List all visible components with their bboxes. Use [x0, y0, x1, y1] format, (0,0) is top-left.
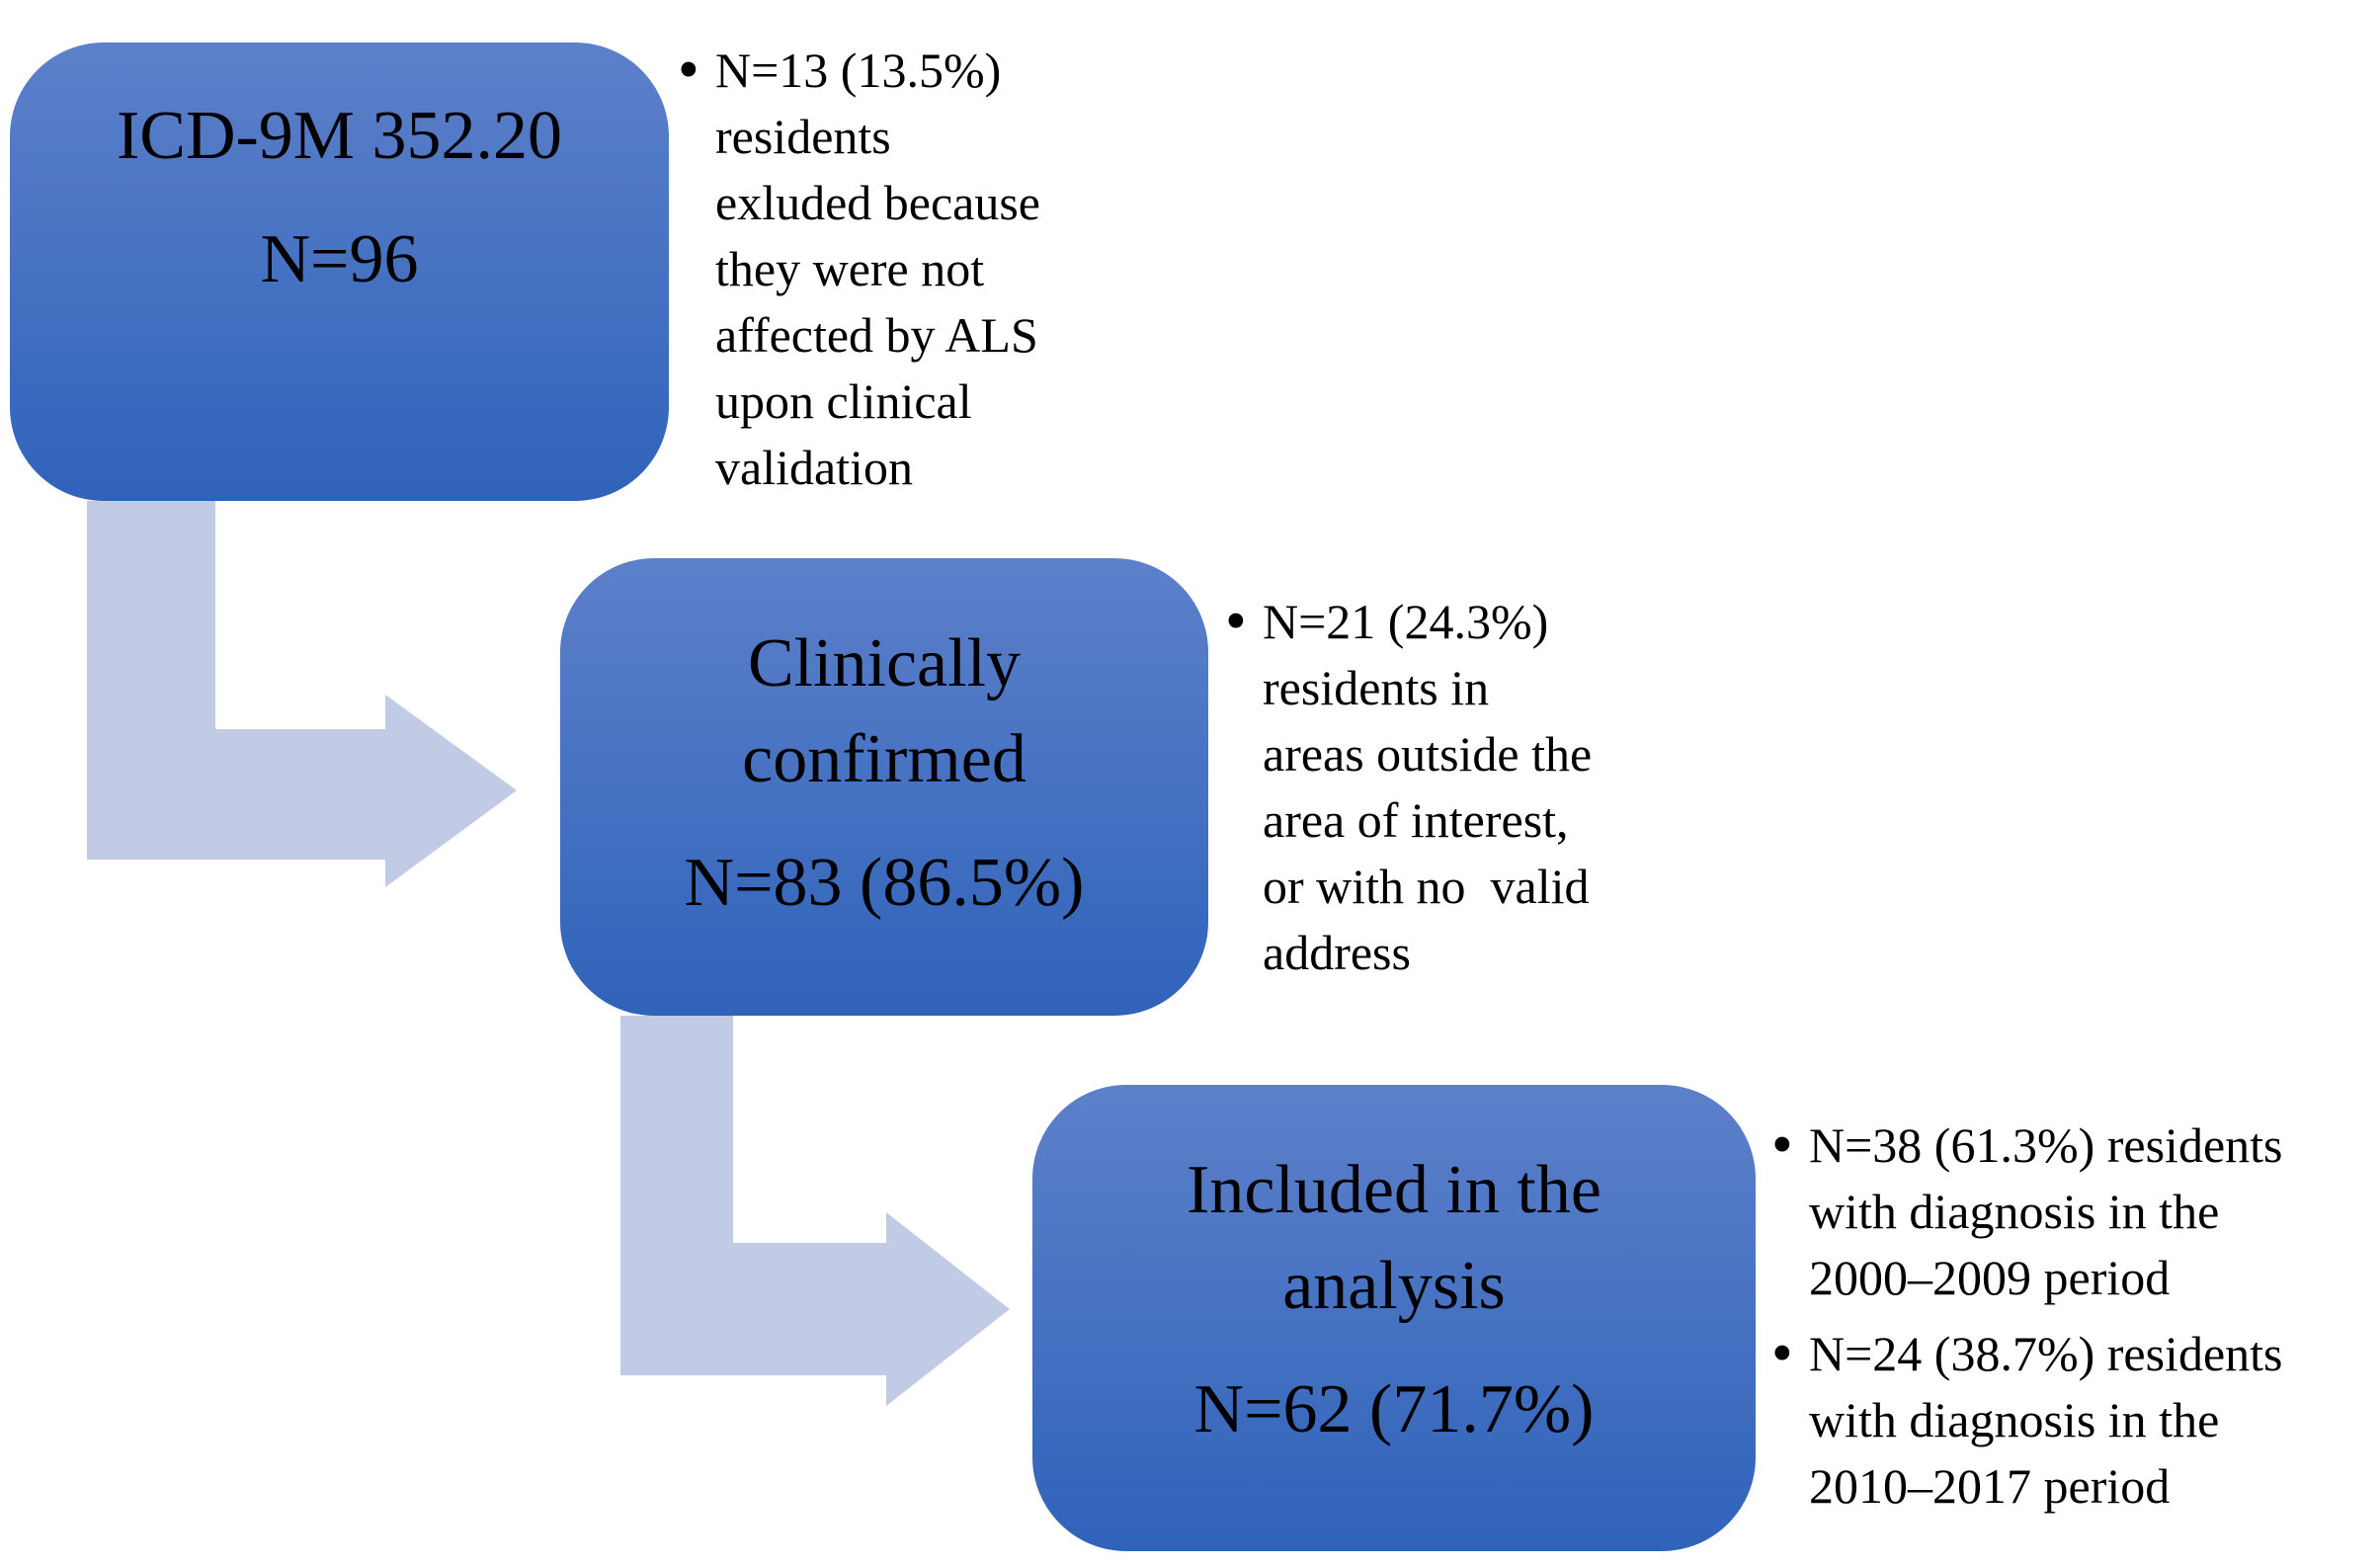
bullet-text-line: with diagnosis in the: [1809, 1392, 2220, 1447]
bullet-text-line: areas outside the: [1263, 726, 1593, 782]
bullet-dot-icon: •: [678, 37, 699, 104]
bullet-dot-icon: •: [1771, 1320, 1793, 1387]
bullet-text-line: N=13 (13.5%): [715, 42, 1002, 98]
bullet-text-line: 2000–2009 period: [1809, 1250, 2171, 1305]
annotation-outside-area: • N=21 (24.3%) residents in areas outsid…: [1225, 589, 1699, 986]
bullet-text: N=24 (38.7%) residents with diagnosis in…: [1809, 1321, 2283, 1520]
bullet-item: • N=38 (61.3%) residents with diagnosis …: [1771, 1113, 2374, 1311]
node-icd9m-352-20: ICD-9M 352.20 N=96: [10, 42, 669, 501]
bullet-text-line: validation: [715, 440, 913, 495]
bullet-text-line: N=38 (61.3%) residents: [1809, 1117, 2283, 1173]
bullet-item: • N=24 (38.7%) residents with diagnosis …: [1771, 1321, 2374, 1520]
bullet-text-line: affected by ALS: [715, 307, 1038, 363]
bullet-text-line: residents in: [1263, 660, 1490, 715]
bullet-item: • N=21 (24.3%) residents in areas outsid…: [1225, 589, 1699, 986]
annotation-excluded-not-als: • N=13 (13.5%) residents exluded because…: [678, 38, 1142, 501]
node-title: Included in the analysis: [1032, 1142, 1756, 1334]
bullet-item: • N=13 (13.5%) residents exluded because…: [678, 38, 1142, 501]
node-title-line: confirmed: [742, 721, 1026, 797]
bullet-text-line: or with no valid: [1263, 859, 1590, 914]
node-title-line: ICD-9M 352.20: [116, 98, 563, 174]
bullet-dot-icon: •: [1225, 588, 1247, 655]
node-clinically-confirmed: Clinically confirmed N=83 (86.5%): [560, 558, 1208, 1016]
bullet-text: N=38 (61.3%) residents with diagnosis in…: [1809, 1113, 2283, 1311]
bullet-dot-icon: •: [1771, 1112, 1793, 1179]
node-count: N=83 (86.5%): [684, 845, 1085, 921]
bullet-text: N=13 (13.5%) residents exluded because t…: [715, 38, 1040, 501]
node-title-line: analysis: [1282, 1248, 1506, 1324]
annotation-diagnosis-periods: • N=38 (61.3%) residents with diagnosis …: [1771, 1113, 2374, 1520]
bullet-text-line: exluded because: [715, 175, 1041, 230]
node-count: N=96: [260, 221, 419, 297]
down-right-arrow-2-icon: [620, 1016, 1010, 1406]
bullet-text-line: they were not: [715, 241, 985, 296]
down-right-arrow-1-icon: [87, 501, 517, 887]
bullet-text: N=21 (24.3%) residents in areas outside …: [1263, 589, 1592, 986]
bullet-text-line: address: [1263, 925, 1411, 980]
bullet-text-line: N=24 (38.7%) residents: [1809, 1326, 2283, 1381]
bullet-text-line: area of interest,: [1263, 792, 1569, 848]
bullet-text-line: with diagnosis in the: [1809, 1184, 2220, 1239]
node-title-line: Included in the: [1187, 1152, 1601, 1228]
bullet-text-line: residents: [715, 109, 891, 164]
node-title-line: Clinically: [747, 625, 1022, 701]
node-included-in-analysis: Included in the analysis N=62 (71.7%): [1032, 1085, 1756, 1551]
node-title: ICD-9M 352.20: [10, 88, 669, 184]
node-title: Clinically confirmed: [560, 616, 1208, 807]
bullet-text-line: N=21 (24.3%): [1263, 594, 1549, 649]
bullet-text-line: 2010–2017 period: [1809, 1458, 2171, 1514]
node-count: N=62 (71.7%): [1193, 1371, 1595, 1447]
bullet-text-line: upon clinical: [715, 373, 972, 429]
